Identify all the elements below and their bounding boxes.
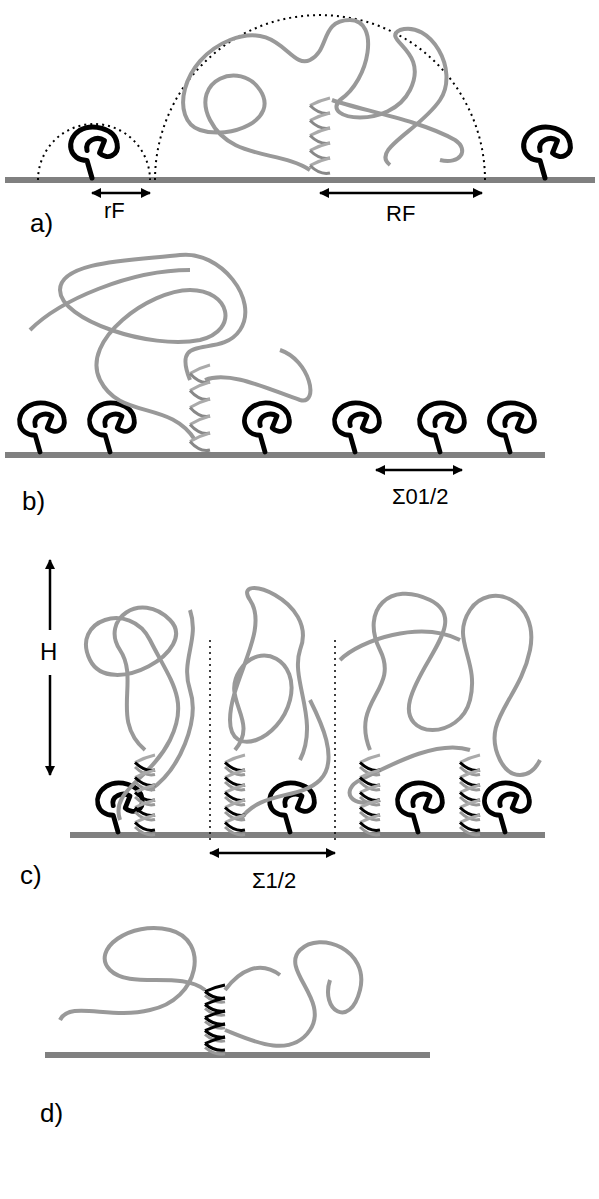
helix-symbol	[135, 755, 155, 835]
panel-label: c)	[20, 862, 42, 888]
panel-label: b)	[22, 488, 45, 514]
helix-symbol	[310, 98, 330, 173]
panel-label: a)	[30, 210, 53, 236]
helix-symbol	[190, 365, 210, 450]
dimension-label: Σ1/2	[252, 870, 296, 892]
helix-symbol	[225, 755, 245, 835]
dimension-label: Σ01/2	[392, 486, 448, 508]
panel-label: d)	[40, 1100, 63, 1126]
dimension-label: rF	[104, 200, 125, 222]
helix-symbol	[205, 985, 225, 1054]
dimension-label: H	[40, 640, 57, 664]
helix-symbol	[360, 755, 380, 835]
helix-symbol	[460, 755, 480, 835]
dimension-label: RF	[386, 203, 415, 225]
